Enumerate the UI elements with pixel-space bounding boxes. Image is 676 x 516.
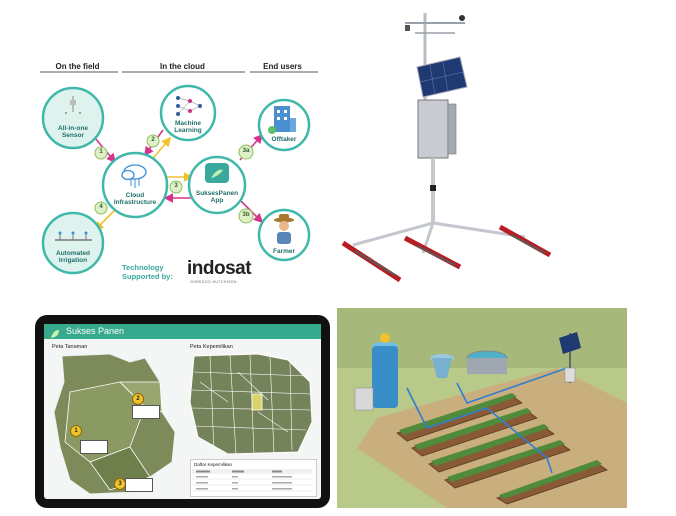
irrigation-field-illustration — [337, 308, 627, 508]
app-icon — [205, 163, 229, 183]
left-panel-title: Peta Tanaman — [52, 344, 88, 350]
step-3-label: 3 — [174, 183, 178, 189]
step-2-badge — [146, 134, 160, 148]
step-3b-badge — [238, 208, 254, 224]
sprinkler-icon — [55, 231, 92, 241]
app-header-bar — [44, 324, 321, 339]
ownership-table-rows — [192, 469, 312, 492]
farmer-label: Farmer — [272, 248, 296, 255]
water-pipes — [406, 367, 568, 474]
neural-network-icon — [176, 96, 202, 116]
step-3-badge — [169, 180, 183, 194]
tech-supported-label: Technology Supported by: — [122, 263, 173, 281]
cloud-icon — [121, 164, 147, 188]
step-1-badge — [94, 146, 108, 160]
selected-plot — [251, 393, 263, 411]
water-tank — [372, 346, 398, 408]
map-pin-2[interactable]: 2 — [132, 393, 144, 405]
header-end-users: End users — [263, 62, 302, 71]
ml-node — [159, 84, 217, 142]
offtaker-label: Offtaker — [271, 136, 297, 143]
app-label: SuksesPanen App — [195, 190, 239, 204]
sensor-icon — [65, 96, 81, 114]
filter-tank — [432, 358, 452, 378]
sensor-label: All-in-one Sensor — [58, 125, 88, 139]
control-panel — [354, 387, 374, 411]
cloud-label: Cloud Infrastructure — [113, 192, 157, 206]
app-leaf-icon — [50, 326, 60, 338]
ownership-table — [190, 459, 317, 497]
anemometer — [459, 15, 465, 21]
app-node — [187, 155, 247, 215]
indosat-logo-sub: OOREDOO HUTCHISON — [190, 280, 237, 284]
header-on-the-field: On the field — [55, 62, 100, 71]
step-3b-label: 3b — [242, 212, 250, 218]
ownership-map[interactable] — [188, 352, 316, 456]
building-icon — [268, 106, 296, 134]
map-tag-2 — [132, 405, 160, 419]
ownership-table-title: Daftar Kepemilikan — [194, 462, 233, 467]
step-2-label: 2 — [151, 137, 155, 143]
architecture-diagram — [40, 71, 318, 275]
farmer-icon — [274, 214, 294, 244]
sensor-node — [41, 86, 105, 150]
probe-pipe — [352, 221, 434, 247]
app-title: Sukses Panen — [66, 326, 125, 336]
wind-vane — [405, 25, 410, 31]
ml-label: Machine Learning — [174, 120, 202, 134]
step-3a-label: 3a — [242, 148, 250, 154]
indosat-logo: indosat — [187, 258, 252, 279]
step-4-label: 4 — [99, 204, 103, 210]
crop-map[interactable] — [50, 352, 185, 497]
control-box — [417, 99, 449, 159]
step-4-badge — [94, 201, 108, 215]
irrigation-label: Automated Irrigation — [56, 250, 90, 264]
map-tag-3 — [125, 478, 153, 492]
field-solar-panel — [559, 332, 581, 354]
step-1-label: 1 — [99, 149, 103, 155]
step-3a-badge — [238, 144, 254, 160]
map-tag-1 — [80, 440, 108, 454]
weather-station-illustration — [341, 13, 552, 283]
map-pin-1[interactable]: 1 — [70, 425, 82, 437]
right-panel-title: Peta Kepemilikan — [190, 344, 233, 350]
header-in-the-cloud: In the cloud — [160, 62, 205, 71]
soil-ground — [357, 368, 627, 508]
irrigation-node — [41, 211, 105, 275]
